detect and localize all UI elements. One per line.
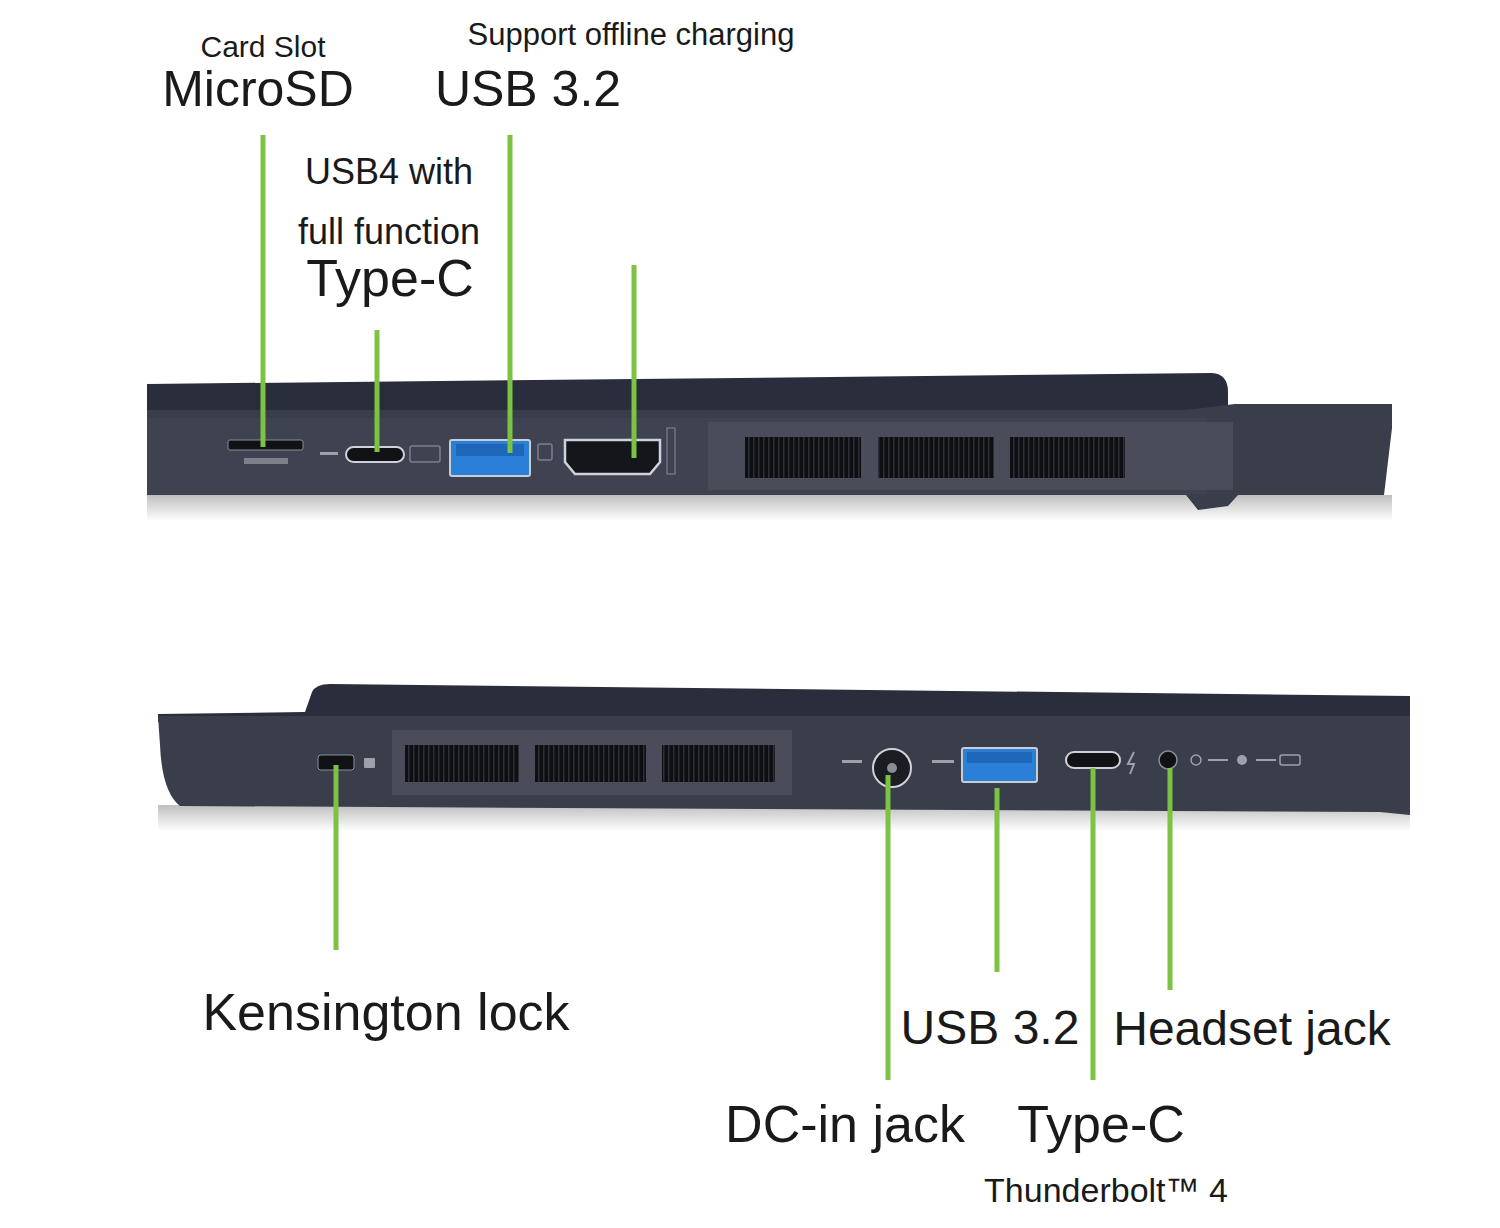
- port-icon: [410, 446, 440, 462]
- dc-jack-pin: [887, 763, 897, 773]
- leader-line: [375, 330, 380, 452]
- port-label: USB 3.2: [901, 1002, 1080, 1055]
- vent: [662, 745, 775, 782]
- vent: [535, 745, 646, 782]
- usb-a-port: [450, 440, 530, 476]
- port-label: Headset jack: [1113, 1003, 1390, 1056]
- lid: [147, 373, 1228, 412]
- laptop-right-side: [158, 684, 1410, 831]
- port-icon: [667, 428, 675, 474]
- vent-panel: [392, 730, 792, 795]
- laptop-left-side: [147, 373, 1392, 521]
- port-icon: [932, 760, 954, 763]
- leader-line: [508, 135, 513, 453]
- status-icon: [1237, 755, 1247, 765]
- lock-icon: [364, 758, 375, 768]
- port-label: Type-C: [306, 250, 474, 307]
- headset-jack: [1159, 751, 1177, 769]
- port-icon: [244, 458, 288, 464]
- usb-c-port: [1066, 752, 1120, 768]
- leader-line: [1091, 768, 1096, 1080]
- port-label: Card Slot: [200, 30, 325, 63]
- usb-a-tongue: [967, 752, 1032, 763]
- port-label: DC-in jack: [725, 1096, 965, 1153]
- leader-line: [886, 775, 891, 1080]
- thunderbolt-icon: [1128, 752, 1134, 774]
- leader-line: [1168, 768, 1173, 990]
- usb-a-port: [962, 748, 1037, 782]
- vent: [878, 437, 994, 478]
- vent: [1010, 437, 1125, 478]
- usb-a-tongue: [456, 444, 524, 456]
- status-icon: [1191, 755, 1201, 765]
- leader-lines: [263, 135, 1170, 1080]
- leader-line: [334, 765, 339, 950]
- port-icon: [320, 452, 338, 455]
- port-icon: [538, 444, 552, 460]
- port-label: Kensington lock: [202, 984, 569, 1041]
- port-label: MicroSD: [162, 62, 354, 117]
- port-label: USB 3.2: [435, 62, 621, 117]
- leader-line: [632, 265, 637, 458]
- base: [147, 404, 1392, 510]
- dc-jack: [873, 749, 911, 787]
- status-icon: [1280, 755, 1300, 765]
- port-icon: [842, 760, 862, 763]
- port-label: USB4 with full function: [284, 142, 494, 262]
- port-label: Type-C: [1017, 1096, 1185, 1153]
- status-icon: [1208, 759, 1228, 761]
- vent: [745, 437, 861, 478]
- port-label: Thunderbolt™ 4: [984, 1172, 1228, 1209]
- status-icon: [1256, 759, 1276, 761]
- leader-line: [995, 788, 1000, 972]
- leader-line: [261, 135, 266, 447]
- port-label: Support offline charging: [468, 18, 795, 52]
- base: [158, 716, 1410, 815]
- vent-panel: [708, 422, 1233, 490]
- vent: [405, 745, 519, 782]
- hdmi-port: [565, 440, 660, 474]
